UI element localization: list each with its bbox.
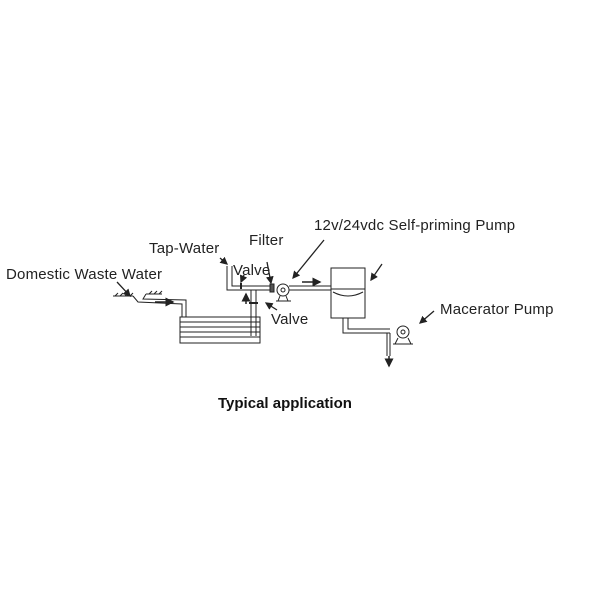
outlet-pipe bbox=[342, 318, 391, 356]
ground-hatch bbox=[113, 290, 163, 297]
label-filter: Filter bbox=[249, 232, 284, 249]
self-priming-pump-icon bbox=[276, 283, 291, 302]
label-domestic-waste-water: Domestic Waste Water bbox=[6, 266, 163, 283]
pointer-arrows bbox=[116, 239, 435, 324]
diagram-caption: Typical application bbox=[218, 395, 352, 412]
discharge-pipe bbox=[289, 285, 331, 291]
filter-icon bbox=[269, 283, 275, 293]
label-valve-top: Valve bbox=[233, 262, 271, 279]
toilet-tank bbox=[330, 267, 366, 319]
label-tap-water: Tap-Water bbox=[149, 240, 220, 257]
collection-tank bbox=[179, 316, 261, 344]
label-macerator-pump: Macerator Pump bbox=[440, 301, 554, 318]
label-valve-bottom: Valve bbox=[271, 311, 309, 328]
macerator-pump-icon bbox=[393, 325, 413, 345]
suction-pipe bbox=[249, 290, 258, 336]
waste-inlet-pipe bbox=[132, 293, 187, 317]
label-self-priming-pump: 12v/24vdc Self-priming Pump bbox=[314, 217, 516, 234]
